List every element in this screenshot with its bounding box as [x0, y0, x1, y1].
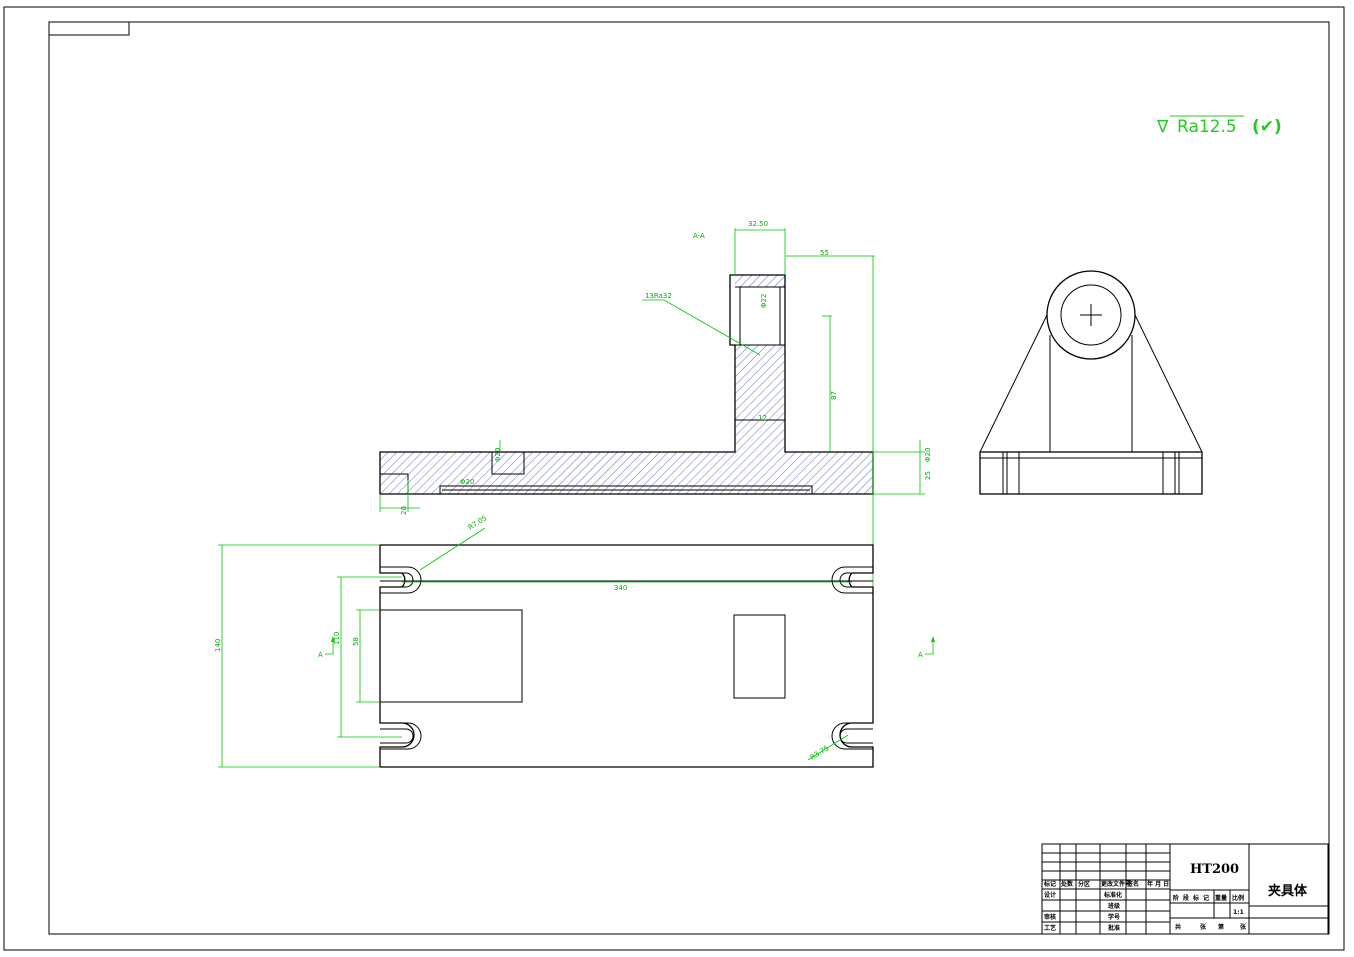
tb-review: 审核	[1044, 913, 1056, 921]
section-mark-left	[325, 640, 334, 655]
tb-stage-2: 标	[1192, 894, 1199, 902]
leader-r-top	[419, 527, 486, 571]
tb-sheet-3: 张	[1240, 923, 1247, 931]
outer-frame	[3, 6, 1345, 951]
slot-top-left	[380, 566, 422, 594]
plan-outline	[379, 544, 874, 768]
tb-hdr-0: 标记	[1043, 880, 1056, 888]
dim-total-height: 140	[214, 639, 222, 652]
web-right	[1134, 314, 1203, 453]
tb-student-no: 学号	[1108, 913, 1120, 921]
tb-standard: 标准化	[1103, 891, 1122, 899]
base-notch-right	[1162, 451, 1180, 495]
tb-sheet-0: 共	[1175, 923, 1181, 931]
roughness-check: (✔)	[1252, 117, 1282, 137]
tb-hdr-3: 更改文件号	[1101, 880, 1131, 888]
corner-box	[48, 21, 130, 36]
dim-small-top: Φ20	[494, 448, 502, 462]
dim-inner-dia: Φ22	[760, 294, 768, 308]
roughness-value: Ra12.5	[1177, 117, 1237, 137]
tb-hdr-2: 分区	[1078, 880, 1090, 888]
slot-top-right-inner	[839, 572, 873, 588]
section-letter-right: A	[918, 651, 923, 659]
section-view-label: A-A	[693, 232, 705, 240]
tb-scale: 1:1	[1233, 909, 1244, 916]
dim-right-small: Φ20	[924, 448, 932, 462]
tb-approve: 批准	[1108, 924, 1120, 932]
tb-hdr-5: 年 月 日	[1147, 880, 1169, 888]
tb-process: 工艺	[1044, 924, 1056, 932]
side-base	[979, 451, 1203, 495]
slot-bottom-right-inner	[839, 728, 873, 744]
leader-callout	[663, 299, 761, 356]
tb-stage-1: 段	[1183, 894, 1189, 902]
section-arrow-right	[931, 636, 935, 642]
dim-column-height: 87	[830, 391, 838, 400]
base-notch-left	[1002, 451, 1020, 495]
slot-bottom-right	[831, 722, 873, 750]
bushing-hatch	[735, 275, 785, 287]
tb-material: HT200	[1190, 862, 1239, 877]
tb-drawn: 班级	[1108, 902, 1120, 910]
slot-top-left-inner	[380, 572, 414, 588]
tb-weight: 重量	[1215, 894, 1227, 902]
dim-top-width: 32.50	[748, 220, 768, 228]
inner-bore	[1060, 284, 1122, 346]
dim-r-bottom: R3.75	[809, 744, 831, 762]
tb-stage-0: 阶	[1173, 894, 1179, 902]
inner-frame	[48, 21, 1330, 935]
dim-inner-height: 110	[333, 632, 341, 645]
tb-part-name: 夹具体	[1268, 883, 1308, 899]
window-right	[733, 614, 786, 699]
section-arrow-left	[331, 636, 335, 642]
section-mark-right	[925, 640, 934, 655]
dim-window-height: 58	[352, 637, 360, 646]
dim-flange-top: Φ20	[460, 478, 474, 486]
dim-r-top: R7.05	[467, 514, 489, 532]
dim-length: 340	[614, 584, 627, 592]
roughness-note: ∇ Ra12.5 (✔)	[1156, 115, 1282, 137]
web-left	[979, 314, 1048, 453]
dim-right-thick: 25	[924, 471, 932, 480]
plan-view: 340 140 110 58 R7.05 R3.75 A A	[214, 514, 935, 768]
title-block: 标记 处数 分区 更改文件号 签名 年 月 日 设计 标准化 班级 审核 学号 …	[1041, 843, 1329, 935]
slot-bottom-left-inner	[380, 728, 414, 744]
tb-hdr-1: 处数	[1060, 880, 1074, 888]
tb-stage-3: 记	[1203, 894, 1209, 902]
tb-ratio: 比例	[1232, 894, 1244, 902]
slot-bottom-left	[380, 722, 422, 750]
dim-left-callout: 13Ra32	[645, 292, 672, 300]
dim-right-offset: 55	[820, 249, 829, 257]
section-letter-left: A	[318, 651, 323, 659]
leader-r-bottom	[807, 734, 849, 761]
section-view: 32.50 55 87 13Ra32 Φ22 12 Φ20 25 Φ20 Φ20…	[379, 220, 932, 600]
base-hatch	[380, 452, 873, 494]
slot-top-right	[831, 566, 873, 594]
column-hatch	[735, 345, 785, 452]
side-view	[979, 270, 1203, 495]
window-left	[379, 609, 523, 703]
roughness-symbol: ∇	[1156, 117, 1169, 137]
tb-sheet-2: 第	[1217, 923, 1224, 931]
tb-sheet-1: 张	[1200, 923, 1207, 931]
tb-hdr-4: 签名	[1126, 880, 1139, 888]
dim-left-small: 20	[400, 506, 408, 515]
dim-col-width: 12	[758, 414, 767, 422]
tb-design: 设计	[1044, 891, 1056, 899]
